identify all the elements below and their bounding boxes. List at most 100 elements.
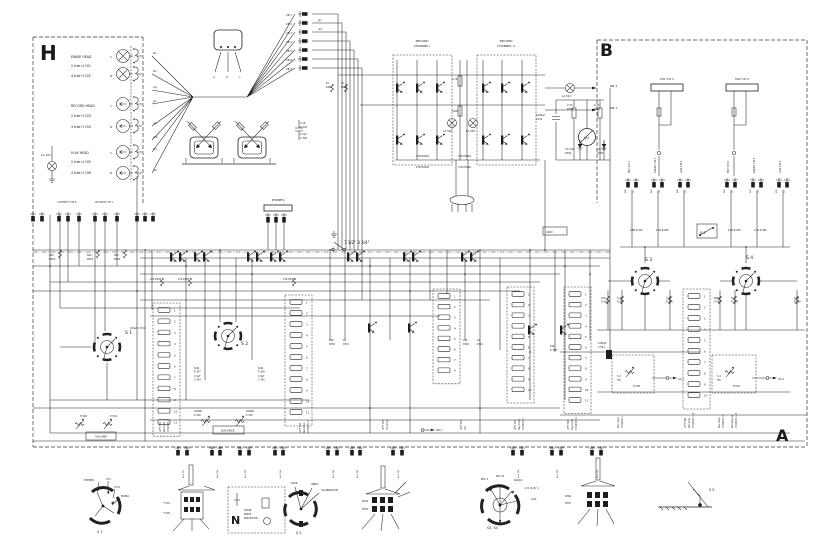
schematic-label: RADIO CH 1 <box>653 157 657 173</box>
schematic-label: AUX <box>531 497 537 501</box>
schematic-label: R 566 <box>666 301 673 304</box>
strip-pin <box>289 299 303 305</box>
schematic-label: UB 7 <box>286 67 293 71</box>
schematic-label: Play Ampl <box>518 419 521 430</box>
schematic-label: R331 <box>343 343 350 346</box>
schematic-label: ALB 358 <box>517 469 520 478</box>
schematic-label: red <box>318 28 322 31</box>
schematic-label: R502 <box>114 258 121 261</box>
schematic-label: grn <box>318 19 322 22</box>
schematic-label: R500 <box>49 258 56 261</box>
pot-p303 <box>234 414 245 427</box>
strip-pin-number: 5 <box>454 337 456 341</box>
strip-pin-number: 3 <box>174 331 176 335</box>
strip-pin-number: 8 <box>528 367 530 371</box>
schematic-label: MIC CH 2 <box>726 161 730 173</box>
schematic-label: 250KΩ <box>246 410 254 413</box>
schematic-label: 470/470KΩ <box>458 166 471 169</box>
balance-label: BALANCE <box>221 429 234 433</box>
section-a-label: A <box>776 426 789 445</box>
strip-pin <box>157 307 171 313</box>
schematic-label: 1M <box>731 297 734 300</box>
schematic-label: 1K <box>784 190 786 193</box>
switch-s3-label: S 3 <box>645 257 652 263</box>
strip-pin <box>568 376 582 382</box>
strip-pin-number: 5 <box>528 335 530 339</box>
schematic-label: R 307 <box>194 371 201 374</box>
strip-pin-number: 1 <box>585 293 587 297</box>
strip-pin <box>687 381 701 387</box>
schematic-label: STEREO <box>84 478 94 482</box>
record-head-symbol <box>116 95 143 134</box>
strip-pin <box>568 344 582 350</box>
schematic-label: 1500μF <box>536 114 546 117</box>
schematic-label: R 308 <box>258 371 265 374</box>
schematic-label: ALB 359 <box>556 469 559 478</box>
rotary-switch-s2 <box>213 321 243 351</box>
strip-pin <box>437 293 451 299</box>
schematic-label: blu <box>153 52 157 55</box>
schematic-label: D353 <box>597 152 604 155</box>
erase-head-symbol <box>116 47 143 82</box>
schematic-label: 1 <box>110 55 112 59</box>
strip-pin-number: 5 <box>306 345 308 349</box>
schematic-label: DB 2 <box>610 84 617 88</box>
strip-pin-number: 2 <box>704 306 706 310</box>
schematic-label: R359 <box>567 108 574 111</box>
rotary-switch-s4 <box>731 266 761 296</box>
play-head-symbol <box>116 143 143 181</box>
schematic-label: 560 <box>49 254 54 257</box>
schematic-label: 1K <box>326 82 330 85</box>
schematic-label: ALB 357 <box>397 469 400 478</box>
switch-s5-detail-label: S 5 <box>709 488 714 492</box>
schematic-label: P306 <box>565 495 571 498</box>
strip-pin-number: 10 <box>306 400 310 404</box>
schematic-label: 6.8K <box>258 367 264 370</box>
vu-meter <box>578 128 596 146</box>
schematic-label: 2.2K <box>300 122 306 125</box>
pot-p501 <box>102 417 113 430</box>
schematic-label: 2.2K R 565 <box>656 229 669 232</box>
schematic-label: 47K R305 <box>178 278 190 281</box>
strip-pin <box>568 291 582 297</box>
pot-p500 <box>74 417 85 430</box>
schematic-label: CHANNEL I <box>167 420 170 432</box>
strip-pin <box>289 409 303 415</box>
switch-s5-label: S 5 <box>700 231 706 235</box>
strip-pin-number: 4 <box>704 328 706 332</box>
pot-p302 <box>200 414 211 427</box>
volume-label: VOLUME <box>95 435 107 439</box>
schematic-label: REDUCTION <box>244 517 258 520</box>
strip-pin <box>568 397 582 403</box>
schematic-label: LEFT 700 <box>684 417 687 428</box>
schematic-label: 1K <box>685 190 687 193</box>
strip-pin-number: 9 <box>528 377 530 381</box>
schematic-label: LA 502 <box>443 129 452 133</box>
strip-pin <box>687 348 701 354</box>
strip-pin-number: 8 <box>585 367 587 371</box>
strip-pin-number: 7 <box>528 356 530 360</box>
schematic-label: C 507 <box>598 346 605 349</box>
strip-pin-number: 9 <box>585 377 587 381</box>
strip-pin <box>157 419 171 425</box>
strip-pin <box>289 321 303 327</box>
lamp-la101-icon <box>47 161 57 171</box>
schematic-label: red <box>153 122 157 125</box>
mains-voltage-box <box>542 226 568 236</box>
schematic-label: P303 <box>362 508 368 511</box>
schematic-label: MIC M <box>496 474 504 478</box>
schematic-label: AB 1 <box>436 428 442 432</box>
schematic-label: 2.2K R 585 <box>754 229 767 232</box>
section-b-label: B <box>600 41 613 61</box>
schematic-label: 4 trak H 106 <box>71 171 91 175</box>
schematic-label: 1K <box>659 190 661 193</box>
schematic-label: leg <box>717 379 721 382</box>
schematic-label: LEFT 706 <box>567 419 570 430</box>
switch-s3s4-detail <box>480 484 521 526</box>
schematic-label: CHANNEL I+II <box>735 413 738 428</box>
strip-pin <box>568 386 582 392</box>
strip-pin-number: 11 <box>174 421 178 425</box>
schematic-label: UB 1 <box>286 13 293 17</box>
schematic-label: P307 <box>565 502 571 505</box>
